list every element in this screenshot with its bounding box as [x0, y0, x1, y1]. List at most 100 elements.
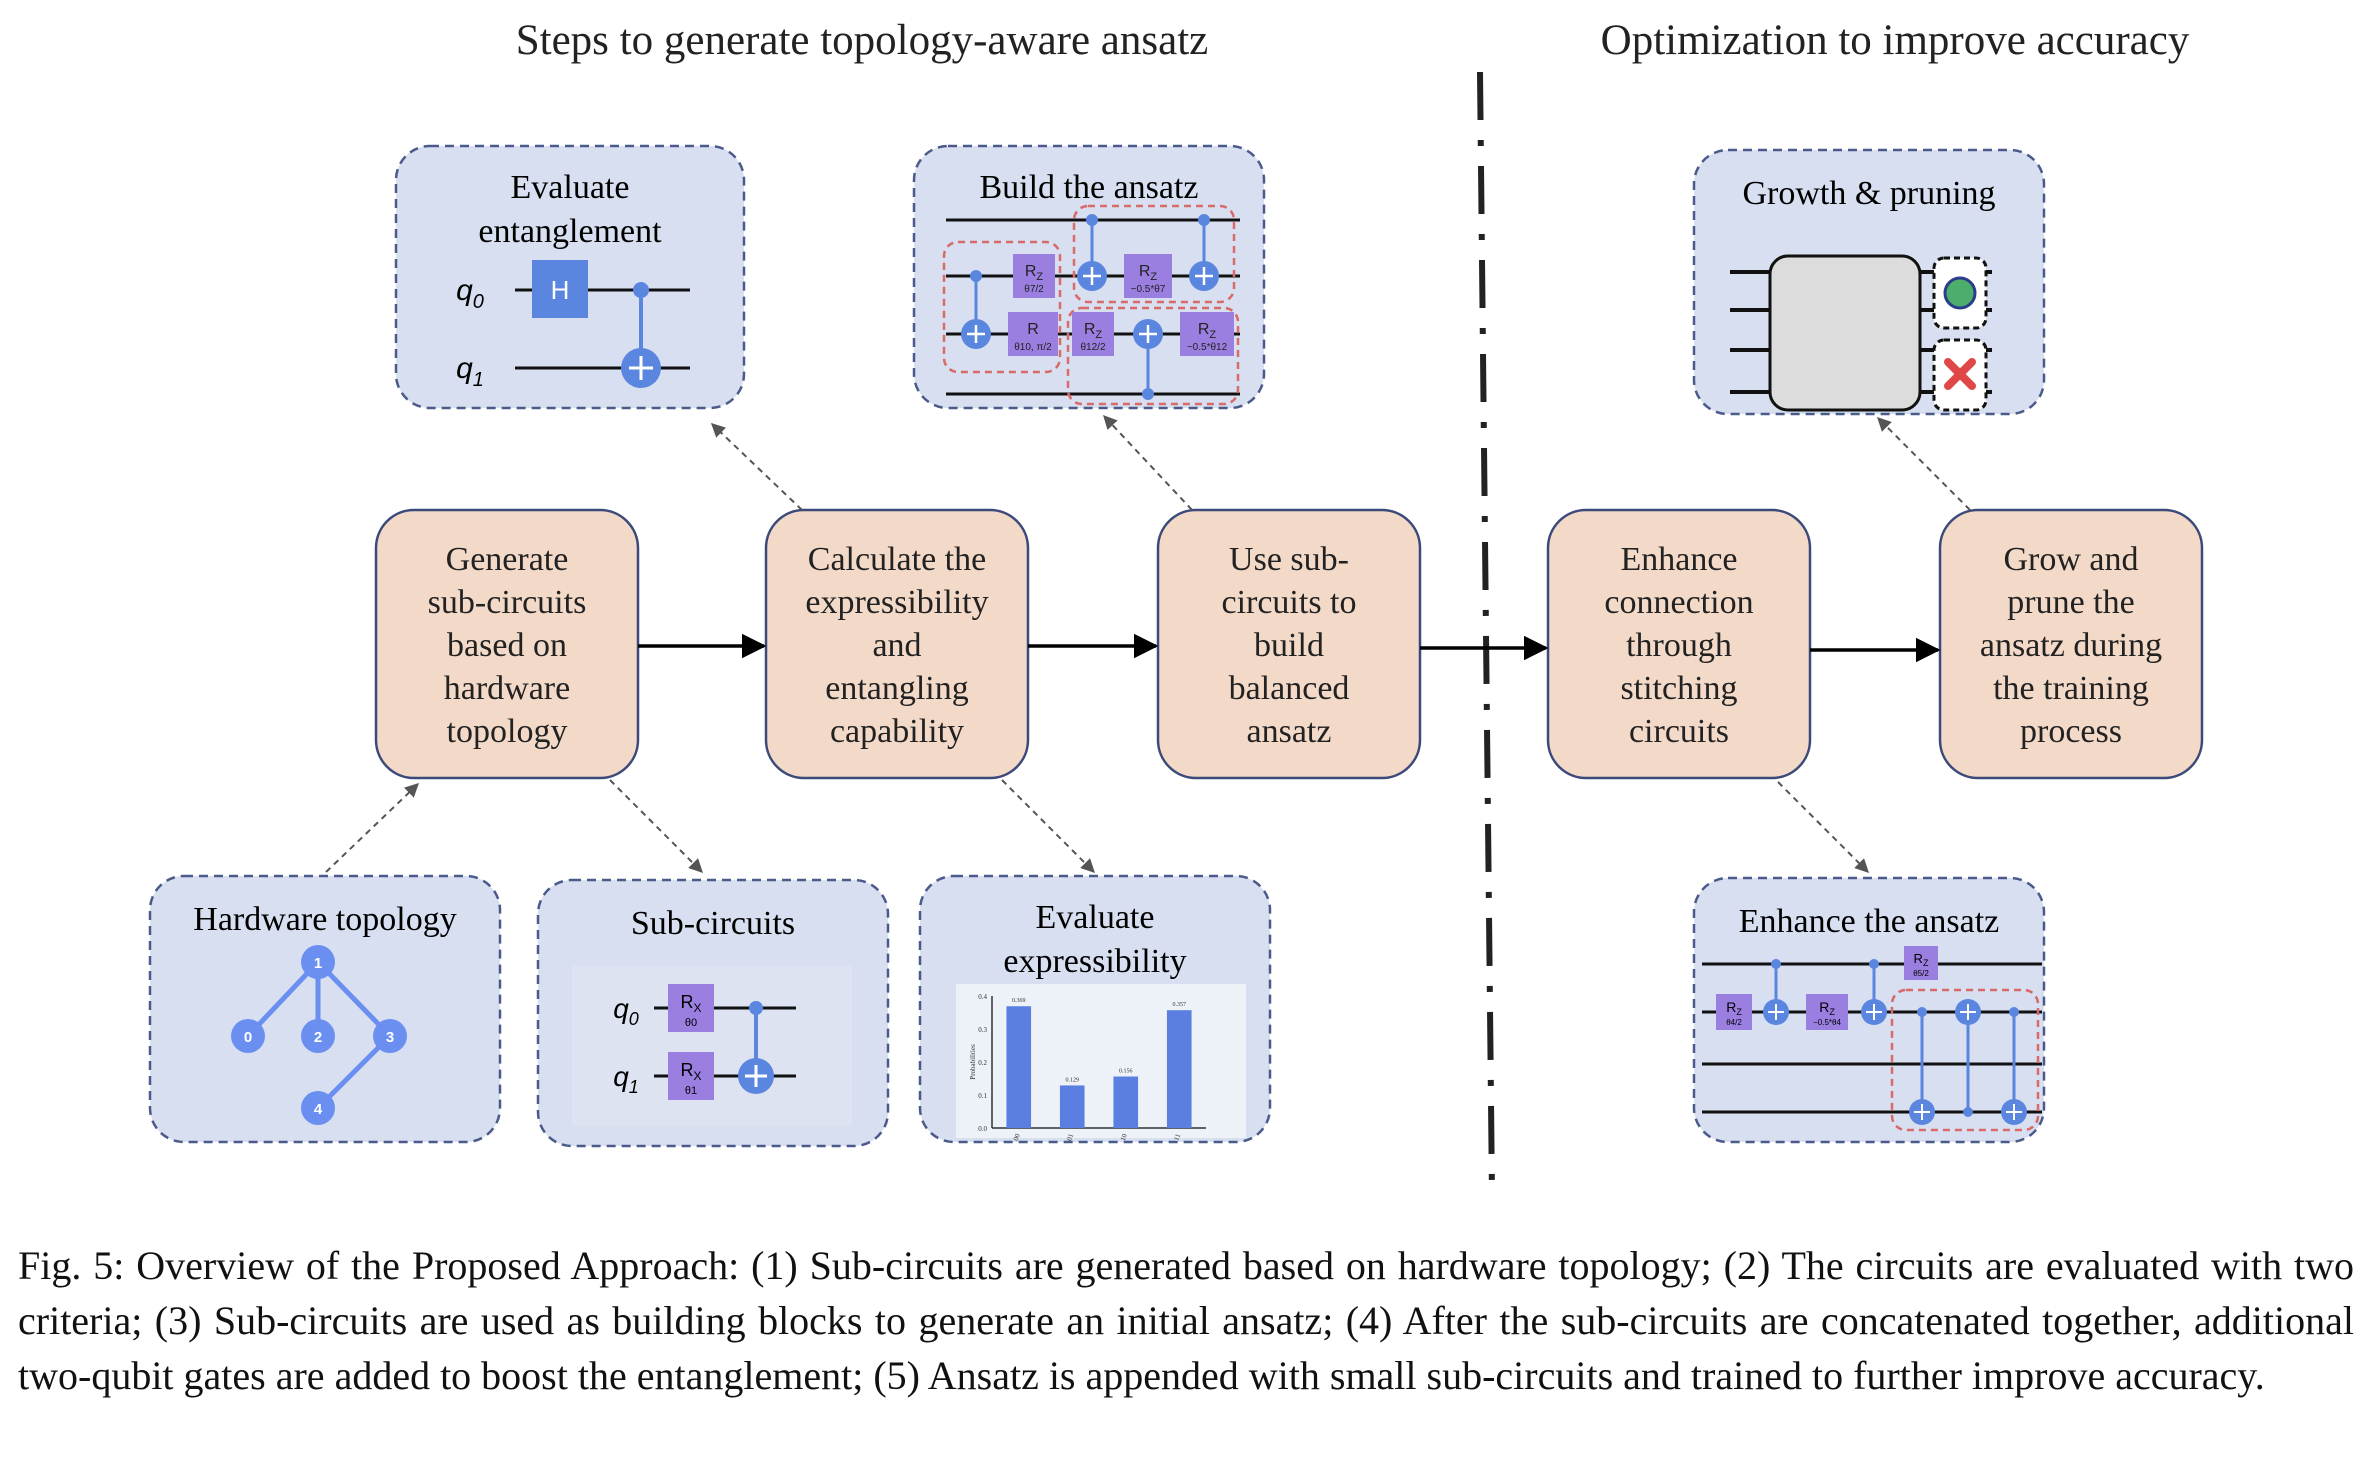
- rx-gate: [668, 1052, 714, 1100]
- hadamard-gate-label: H: [551, 275, 570, 305]
- step-text: capability: [830, 713, 964, 750]
- bar-value-label: 0.156: [1119, 1069, 1133, 1075]
- gate-param: −0.5*θ4: [1813, 1018, 1841, 1027]
- step-text: expressibility: [805, 584, 988, 621]
- bar-value-label: 0.129: [1066, 1077, 1080, 1083]
- step-text: Generate: [446, 541, 569, 578]
- qubit-index: 1: [473, 369, 484, 391]
- heading-right: Optimization to improve accuracy: [1601, 17, 2190, 64]
- rz-gate: [1904, 946, 1938, 980]
- gate-label-sub: Z: [1829, 1007, 1835, 1017]
- panel-hardware-topology: Hardware topology 1 0 2 3 4: [148, 874, 502, 1144]
- panel-connectors: [325, 414, 1971, 873]
- gate-param: θ0: [685, 1017, 697, 1029]
- gate-label: R: [1025, 263, 1037, 280]
- step-text: stitching: [1620, 670, 1737, 707]
- y-tick-label: 0.2: [978, 1059, 987, 1067]
- step-text: based on: [447, 627, 567, 664]
- expressibility-bar-chart: 0.00.10.20.30.4Probabilities0.369000.129…: [969, 993, 1206, 1142]
- panel-title-line: Evaluate: [511, 169, 630, 206]
- step-text: Enhance: [1620, 541, 1737, 578]
- gate-param: θ1: [685, 1085, 697, 1097]
- qubit-index: 1: [629, 1077, 639, 1097]
- panel-growth-pruning: Growth & pruning: [1692, 148, 2046, 416]
- bar: [1059, 1085, 1085, 1128]
- step-text: Grow and: [2003, 541, 2138, 578]
- panel-title: Hardware topology: [193, 901, 456, 938]
- step-text: the training: [1993, 670, 2149, 707]
- panel-title: Enhance the ansatz: [1739, 903, 2000, 940]
- gate-param: θ5/2: [1913, 969, 1929, 978]
- rx-gate: [668, 984, 714, 1032]
- panel-title: Sub-circuits: [631, 905, 795, 942]
- approach-overview-figure: Steps to generate topology-aware ansatz …: [148, 17, 2204, 1196]
- panel-enhance-ansatz: Enhance the ansatz RZ θ4/2 RZ −0.5*θ4 RZ…: [1692, 876, 2046, 1144]
- gate-param: −0.5*θ12: [1187, 342, 1228, 353]
- x-tick-label: 10: [1119, 1132, 1129, 1142]
- svg-text:q0: q0: [456, 274, 484, 313]
- bar-value-label: 0.357: [1173, 1002, 1187, 1008]
- node-label: 4: [314, 1101, 323, 1118]
- svg-text:RZ: RZ: [1914, 951, 1929, 968]
- panel-title-line: expressibility: [1003, 943, 1186, 980]
- gate-label-sub: Z: [1923, 958, 1929, 968]
- panel-sub-circuits: Sub-circuits q0 q1 RX θ0 RX θ1: [536, 878, 890, 1148]
- gate-label: R: [680, 1060, 693, 1080]
- gate-label: R: [1914, 951, 1923, 966]
- panel-title: Growth & pruning: [1742, 175, 1995, 212]
- bar: [1006, 1006, 1032, 1128]
- step-text: connection: [1604, 584, 1753, 621]
- gate-label-sub: Z: [1150, 271, 1157, 283]
- rz-gate: [1072, 312, 1114, 356]
- panel-evaluate-expressibility: Evaluate expressibility 0.00.10.20.30.4P…: [918, 874, 1272, 1144]
- panel-build-ansatz: Build the ansatz RZ θ7/2 R θ10, π/2 RZ −…: [912, 144, 1266, 410]
- svg-text:RZ: RZ: [1139, 263, 1158, 283]
- node-label: 2: [314, 1029, 322, 1046]
- step-text: process: [2020, 713, 2122, 750]
- rz-gate: [1180, 312, 1234, 356]
- y-tick-label: 0.1: [978, 1092, 987, 1100]
- panel-title-line: entanglement: [478, 213, 662, 250]
- step-1: Generate sub-circuits based on hardware …: [374, 508, 640, 780]
- step-text: and: [872, 627, 921, 664]
- section-divider: [1477, 71, 1495, 1196]
- svg-text:q1: q1: [456, 352, 484, 391]
- step-4: Enhance connection through stitching cir…: [1546, 508, 1812, 780]
- step-text: ansatz: [1247, 713, 1332, 750]
- x-tick-label: 00: [1012, 1132, 1022, 1142]
- y-tick-label: 0.4: [978, 993, 987, 1001]
- step-text: ansatz during: [1980, 627, 2162, 664]
- step-text: sub-circuits: [428, 584, 587, 621]
- rz-gate: [1806, 994, 1848, 1030]
- gate-label: R: [1139, 263, 1151, 280]
- gate-label: R: [1198, 321, 1210, 338]
- node-label: 3: [386, 1029, 394, 1046]
- svg-text:q1: q1: [613, 1061, 639, 1097]
- step-text: circuits: [1629, 713, 1729, 750]
- r-gate: [1008, 312, 1058, 356]
- x-tick-label: 11: [1172, 1132, 1182, 1142]
- panel-evaluate-entanglement: Evaluate entanglement q0 q1 H: [394, 144, 746, 410]
- step-text: prune the: [2007, 584, 2134, 621]
- step-text: Use sub-: [1229, 541, 1349, 578]
- step-text: hardware: [444, 670, 570, 707]
- gate-label: R: [1084, 321, 1096, 338]
- gate-param: θ4/2: [1726, 1018, 1742, 1027]
- qubit-index: 0: [473, 291, 484, 313]
- gate-label-sub: Z: [1036, 271, 1043, 283]
- svg-text:q0: q0: [613, 993, 639, 1029]
- rz-gate: [1716, 994, 1752, 1030]
- svg-text:RZ: RZ: [1025, 263, 1044, 283]
- ansatz-block: [1768, 254, 1922, 412]
- panel-title: Build the ansatz: [979, 169, 1198, 206]
- qubit-label: q: [456, 274, 473, 307]
- gate-label: R: [680, 992, 693, 1012]
- gate-label-sub: X: [693, 1069, 701, 1083]
- qubit-label: q: [613, 993, 629, 1024]
- gate-param: −0.5*θ7: [1131, 284, 1166, 295]
- svg-text:RZ: RZ: [1084, 321, 1103, 341]
- gate-label-sub: Z: [1095, 329, 1102, 341]
- y-axis-label: Probabilities: [969, 1044, 977, 1080]
- flow-arrows: [638, 633, 1941, 663]
- topology-node: [301, 1091, 335, 1125]
